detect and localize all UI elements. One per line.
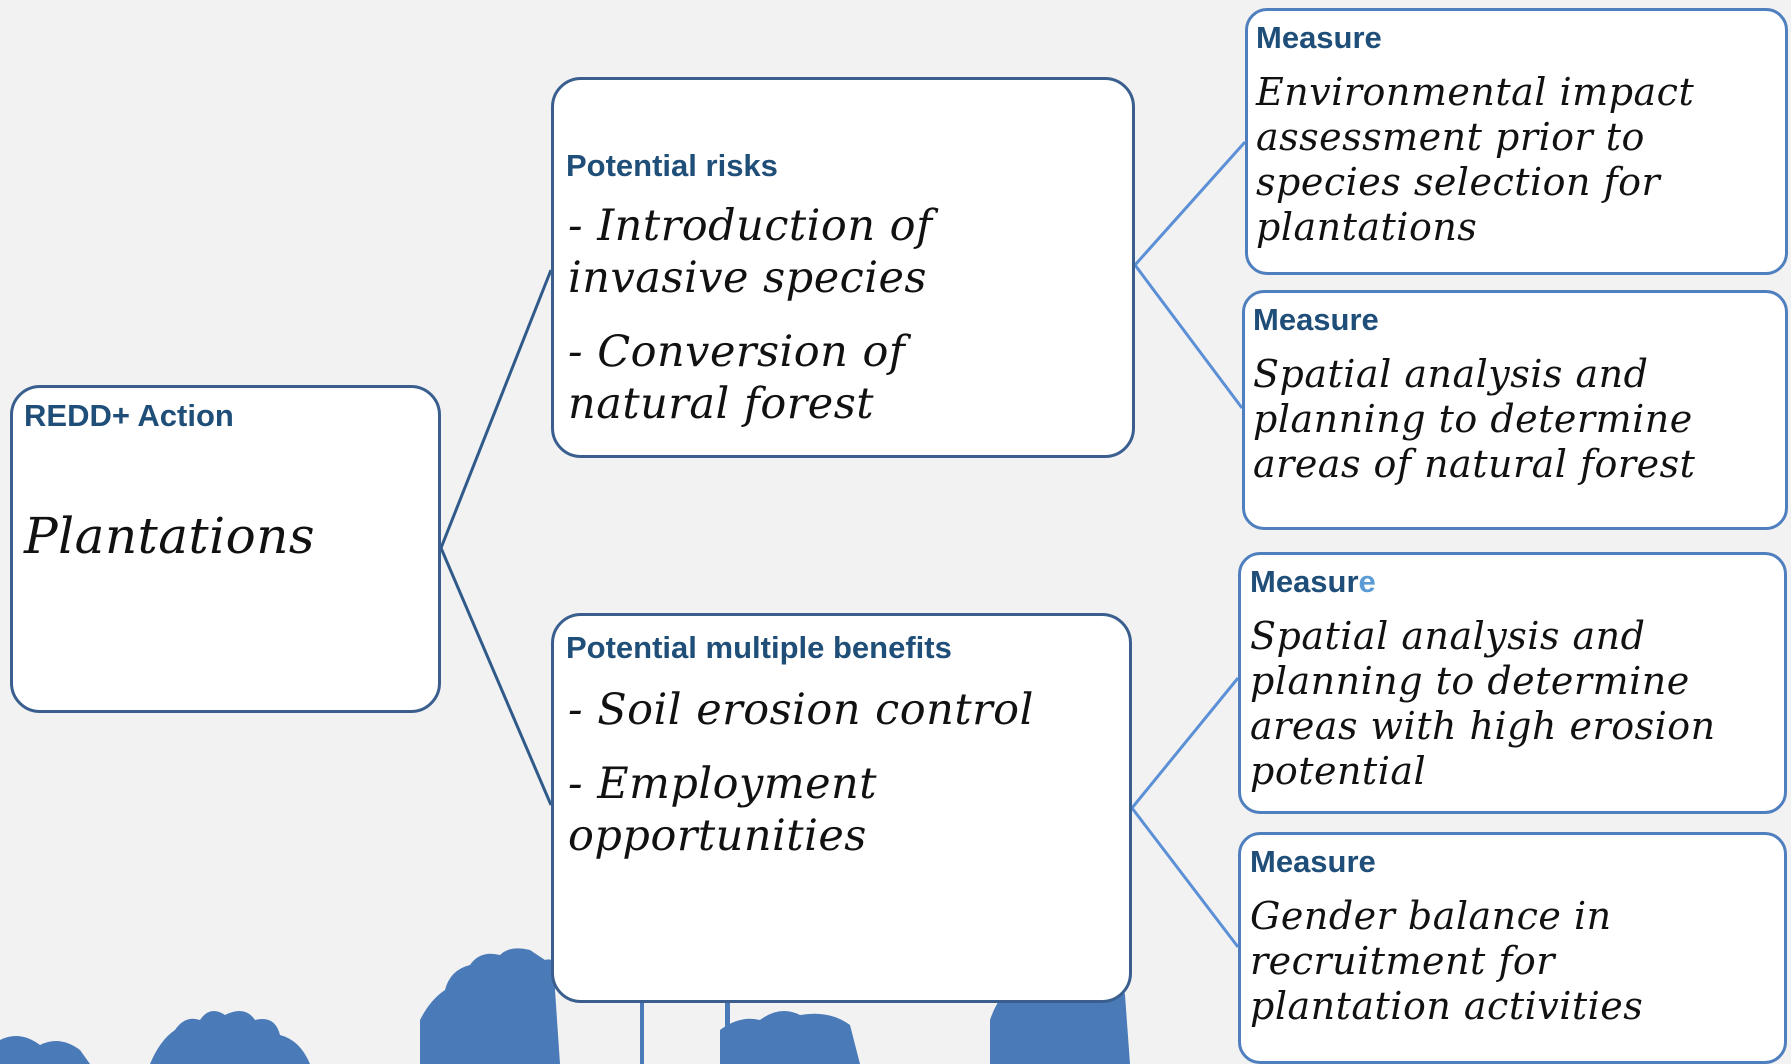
redd-action-box	[10, 385, 441, 713]
measure-3-header: Measure	[1250, 564, 1376, 600]
measure-4-line-2: recruitment for	[1250, 939, 1555, 983]
measure-3-line-3: areas with high erosion	[1250, 704, 1716, 748]
redd-action-header: REDD+ Action	[24, 398, 234, 433]
risk-item-1-line-2: invasive species	[568, 253, 927, 303]
measure-1-line-1: Environmental impact	[1256, 70, 1695, 114]
potential-risks-header: Potential risks	[566, 148, 778, 183]
benefit-item-2: - Employment opportunities	[568, 758, 877, 862]
redd-action-text: Plantations	[24, 507, 316, 565]
benefit-item-2-line-2: opportunities	[568, 811, 867, 861]
measure-box-1	[1245, 8, 1788, 275]
measure-3-text: Spatial analysis and planning to determi…	[1250, 614, 1716, 794]
measure-1-header-main: Measure	[1256, 20, 1382, 55]
connector-action-benefits	[439, 547, 553, 806]
measure-2-line-3: areas of natural forest	[1253, 442, 1696, 486]
measure-2-header: Measure	[1253, 302, 1379, 338]
connector-risks-measure-1	[1133, 141, 1247, 266]
measure-3-header-main: Measur	[1250, 564, 1359, 599]
measure-box-3	[1238, 552, 1787, 814]
measure-4-line-1: Gender balance in	[1250, 894, 1612, 938]
measure-3-header-suffix: e	[1358, 564, 1376, 599]
potential-benefits-header: Potential multiple benefits	[566, 630, 952, 665]
measure-4-text: Gender balance in recruitment for planta…	[1250, 894, 1643, 1029]
risk-item-2-line-2: natural forest	[568, 379, 875, 429]
measure-1-text: Environmental impact assessment prior to…	[1256, 70, 1694, 250]
measure-3-line-2: planning to determine	[1250, 659, 1690, 703]
benefit-item-2-line-1: - Employment	[568, 759, 878, 809]
benefit-item-1: - Soil erosion control	[568, 684, 1034, 736]
connector-risks-measure-2	[1133, 264, 1244, 409]
measure-2-text: Spatial analysis and planning to determi…	[1253, 352, 1695, 487]
measure-4-header-main: Measure	[1250, 844, 1376, 879]
connector-benefits-measure-3	[1130, 677, 1240, 809]
measure-box-4	[1238, 832, 1787, 1064]
risk-item-1: - Introduction of invasive species	[568, 200, 933, 304]
risk-item-2: - Conversion of natural forest	[568, 326, 905, 430]
benefit-item-1-line-1: - Soil erosion control	[568, 685, 1034, 735]
measure-1-line-2: assessment prior to	[1256, 115, 1645, 159]
measure-4-header: Measure	[1250, 844, 1376, 880]
measure-2-line-1: Spatial analysis and	[1253, 352, 1649, 396]
measure-2-header-main: Measure	[1253, 302, 1379, 337]
connector-action-risks	[439, 269, 553, 549]
measure-2-line-2: planning to determine	[1253, 397, 1693, 441]
potential-benefits-box	[551, 613, 1132, 1003]
risk-item-2-line-1: - Conversion of	[568, 327, 906, 377]
measure-1-header: Measure	[1256, 20, 1382, 56]
measure-4-line-3: plantation activities	[1250, 984, 1644, 1028]
measure-1-line-4: plantations	[1256, 205, 1478, 249]
potential-risks-box	[551, 77, 1135, 458]
risk-item-1-line-1: - Introduction of	[568, 201, 933, 251]
measure-1-line-3: species selection for	[1256, 160, 1661, 204]
measure-box-2	[1242, 290, 1788, 530]
measure-3-line-4: potential	[1250, 749, 1427, 793]
measure-3-line-1: Spatial analysis and	[1250, 614, 1646, 658]
connector-benefits-measure-4	[1130, 807, 1240, 948]
